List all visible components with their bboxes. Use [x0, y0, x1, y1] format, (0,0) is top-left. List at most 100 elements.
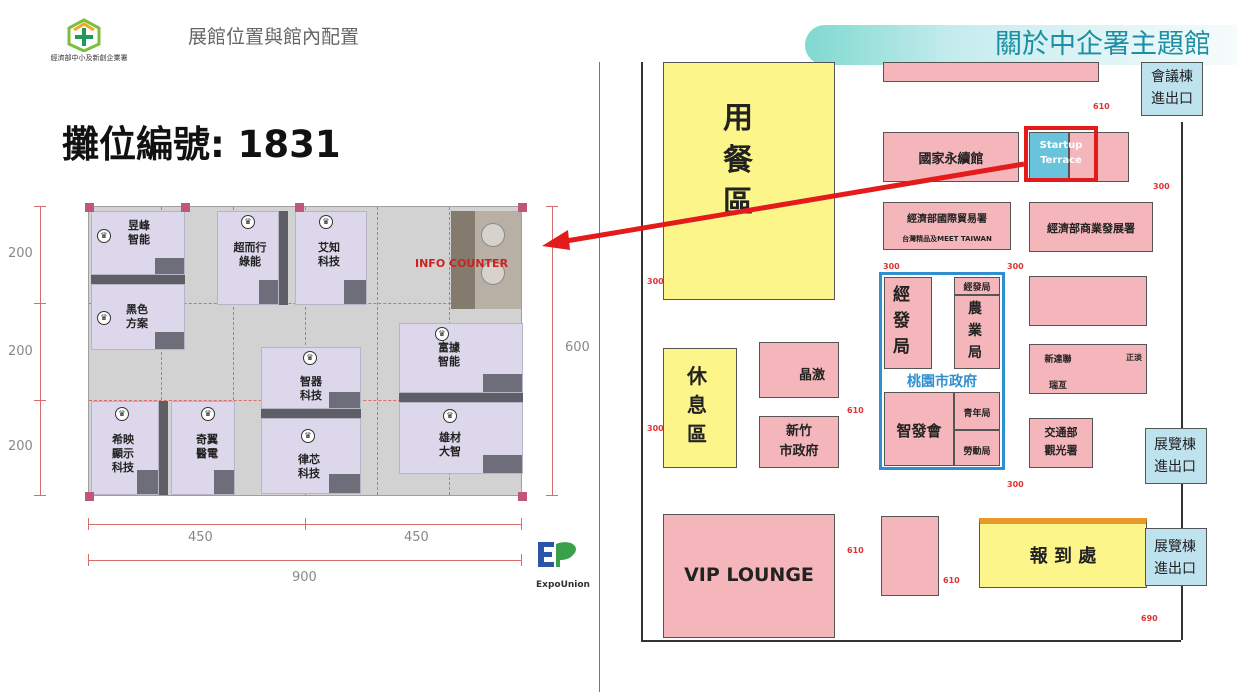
zhifa-label: 智發會 — [896, 422, 942, 440]
labor-booth — [954, 430, 1000, 466]
vip-label: VIP LOUNGE — [684, 564, 814, 586]
grid-line — [161, 207, 162, 495]
plan-corner — [518, 492, 527, 501]
dimension-line — [546, 206, 558, 207]
small-booth — [881, 516, 939, 596]
booth-block — [1029, 276, 1147, 326]
national-label: 國家永續館 — [918, 152, 984, 167]
exhibitor-icon: ♛ — [115, 407, 129, 421]
exhibitor-icon: ♛ — [97, 229, 111, 243]
hall-exit-2-label: 展覽棟 進出口 — [1154, 539, 1196, 577]
booth-yufeng — [91, 211, 185, 275]
exhibitor-icon: ♛ — [319, 215, 333, 229]
grid-line — [233, 207, 234, 495]
trade-booth — [883, 202, 1011, 250]
booth-xiying — [91, 401, 159, 495]
booth-label: 富據 智能 — [438, 341, 460, 368]
jingji-booth — [759, 342, 839, 398]
booth-label: 智器 科技 — [300, 375, 322, 402]
booth-wall — [261, 409, 361, 418]
plan-corner — [85, 203, 94, 212]
vip-lounge — [663, 514, 835, 638]
stool-icon — [481, 223, 505, 247]
booth-xiongcai — [399, 402, 523, 474]
booth-label: 黑色 方案 — [126, 303, 148, 330]
jingfa-side-booth — [954, 277, 1000, 295]
dimension-line — [552, 206, 553, 496]
meeting-exit-label: 會議棟 進出口 — [1151, 69, 1193, 107]
checkin-area — [979, 518, 1147, 588]
jingji-label: 晶激 — [798, 368, 825, 383]
dimension-line — [34, 303, 46, 304]
booth-wall — [279, 211, 288, 305]
booth-wall — [159, 401, 168, 495]
booth-wall — [399, 393, 523, 402]
info-counter-label: INFO COUNTER — [415, 257, 509, 270]
booth-block — [1029, 344, 1147, 394]
dimension-line — [34, 495, 46, 496]
measurement-label: 610 — [847, 406, 864, 415]
dimension-line — [305, 518, 306, 530]
booth-label: 奇翼 醫電 — [196, 433, 218, 460]
industry-label: 經濟部商業發展署 — [1047, 222, 1135, 235]
dimension-line — [40, 206, 41, 496]
breadcrumb: 展館位置與館內配置 — [188, 26, 360, 48]
jingfa-booth — [884, 277, 932, 369]
stool-icon — [481, 261, 505, 285]
dimension-line — [88, 554, 89, 566]
exhibitor-icon: ♛ — [435, 327, 449, 341]
measurement-label: 300 — [1007, 480, 1024, 489]
banner-title: 關於中企署主題館 — [995, 29, 1211, 60]
booth-label: 艾知 科技 — [318, 241, 340, 268]
booth-floor-plan: INFO COUNTER ♛ 昱峰 智能 ♛ 超而行 綠能 ♛ 艾知 科技 ♛ … — [85, 203, 527, 501]
industry-booth — [1029, 202, 1153, 252]
measurement-label: 300 — [647, 424, 664, 433]
exhibitor-icon: ♛ — [97, 311, 111, 325]
startup-terrace-side — [1069, 132, 1129, 182]
startup-label: Startup Terrace — [1039, 140, 1083, 166]
dimension-line — [88, 518, 89, 530]
plan-corner — [295, 203, 304, 212]
expounion-label: ExpoUnion — [536, 580, 590, 590]
exhibitor-icon: ♛ — [241, 215, 255, 229]
qingnian-label: 青年局 — [963, 409, 991, 419]
trade-sub-label: 台灣精品及MEET TAIWAN — [902, 235, 992, 243]
location-arrow-icon — [542, 161, 1025, 250]
measurement-label: 300 — [1007, 262, 1024, 271]
title-banner — [805, 25, 1237, 65]
booth-fuju — [399, 323, 523, 393]
dimension-line — [546, 495, 558, 496]
booth-number: 攤位編號: 1831 — [62, 123, 341, 166]
hsinchu-label: 新竹 市政府 — [779, 424, 819, 459]
nongye-label: 農 業 局 — [968, 301, 982, 361]
plan-corner — [518, 203, 527, 212]
measurement-label: 610 — [943, 576, 960, 585]
qingnian-booth — [954, 392, 1000, 430]
highlight-box — [1024, 126, 1098, 182]
booth-label: 律芯 科技 — [298, 453, 320, 480]
rest-label: 休 息 區 — [687, 364, 707, 446]
booth-label: 昱峰 智能 — [128, 219, 150, 246]
exhibitor-icon: ♛ — [443, 409, 457, 423]
dimension-label: 450 — [404, 530, 429, 545]
booth-wall — [91, 275, 185, 284]
ministry-logo-text: 經濟部中小及新創企業署 — [50, 54, 128, 62]
map-wall — [599, 62, 600, 692]
dimension-line — [88, 560, 522, 561]
ministry-logo-icon — [66, 18, 102, 53]
dining-area — [663, 62, 835, 300]
dimension-line — [521, 554, 522, 566]
booth-label: 雄材 大智 — [439, 431, 461, 458]
dimension-label: 900 — [292, 570, 317, 585]
exhibitor-icon: ♛ — [301, 429, 315, 443]
plan-corner — [85, 492, 94, 501]
taoyuan-label: 桃園市政府 — [907, 374, 977, 390]
hall-exit-2 — [1145, 528, 1207, 586]
dimension-line — [521, 518, 522, 530]
trade-label: 經濟部國際貿易署 — [907, 214, 987, 225]
xinda-label: 新達聯 — [1044, 355, 1072, 365]
hall-exit-1 — [1145, 428, 1207, 484]
checkin-label: 報 到 處 — [1029, 546, 1097, 567]
plan-corner — [181, 203, 190, 212]
transport-booth — [1029, 418, 1093, 468]
